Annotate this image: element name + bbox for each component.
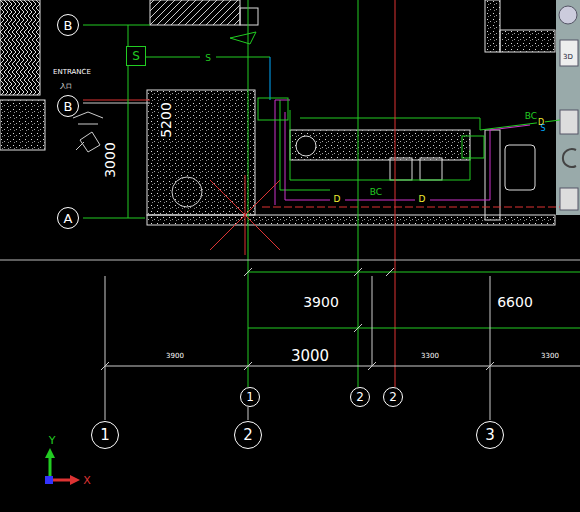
annotation: S bbox=[204, 54, 212, 63]
cross-marker bbox=[210, 175, 280, 255]
dimension-line bbox=[490, 276, 491, 420]
bubble-text: 1 bbox=[246, 391, 254, 403]
planter-block bbox=[147, 90, 255, 215]
wire bbox=[280, 100, 470, 190]
x-arrow bbox=[70, 475, 80, 485]
dimension-line bbox=[372, 276, 373, 366]
dimension-tick bbox=[101, 268, 494, 370]
bubble-text: S bbox=[132, 50, 140, 62]
bubble-text: 1 bbox=[100, 428, 110, 443]
wall-hatch bbox=[0, 0, 40, 95]
grid-bubble: A bbox=[57, 207, 79, 229]
wall-strip bbox=[147, 215, 555, 225]
dimension-text: 3900 bbox=[302, 295, 340, 309]
bubble-text: 2 bbox=[243, 428, 253, 443]
wire bbox=[270, 57, 271, 100]
dimension-text: 3000 bbox=[290, 349, 330, 364]
annotation: Y bbox=[48, 435, 57, 446]
grid-bubble: 2 bbox=[383, 387, 403, 407]
ucs-origin bbox=[45, 476, 53, 484]
wall-texture bbox=[500, 30, 555, 52]
toolbar-button bbox=[560, 110, 578, 134]
lamp-symbol bbox=[230, 32, 256, 44]
annotation: 入口 bbox=[59, 83, 73, 89]
annotation: 3000 bbox=[103, 141, 117, 179]
annotation: D bbox=[418, 195, 427, 204]
wire bbox=[146, 57, 200, 58]
bubble-text: B bbox=[64, 19, 73, 32]
toolbar bbox=[556, 0, 580, 215]
grid-bubble: 1 bbox=[240, 387, 260, 407]
grid-line bbox=[395, 0, 396, 387]
y-arrow bbox=[45, 448, 55, 458]
annotation: X bbox=[82, 475, 92, 486]
annotation: 3D bbox=[562, 54, 574, 61]
dimension-line bbox=[248, 272, 580, 273]
bubble-text: 2 bbox=[356, 391, 364, 403]
boundary-line bbox=[0, 260, 580, 261]
wall-texture bbox=[0, 100, 45, 150]
wire bbox=[300, 118, 560, 130]
annotation: S bbox=[539, 125, 546, 133]
stool bbox=[390, 158, 412, 180]
wall-line bbox=[83, 103, 150, 104]
grid-bubble: B bbox=[57, 14, 79, 36]
grid-line bbox=[248, 0, 249, 387]
wire bbox=[285, 112, 530, 200]
outlet-symbol bbox=[462, 136, 484, 158]
dimension-text: 3300 bbox=[420, 353, 440, 360]
wall-hatch bbox=[150, 0, 240, 25]
bubble-text: B bbox=[64, 100, 73, 113]
grid-bubble: 1 bbox=[91, 421, 119, 449]
counter bbox=[290, 130, 470, 160]
wire bbox=[216, 57, 270, 58]
toolbar-button bbox=[560, 40, 578, 66]
bubble-text: A bbox=[64, 212, 73, 225]
toolbar-icon bbox=[563, 149, 576, 167]
annotation: D bbox=[333, 195, 342, 204]
dimension-text: 3300 bbox=[540, 353, 560, 360]
round-object bbox=[172, 177, 202, 207]
dimension-line bbox=[248, 407, 249, 420]
grid-line bbox=[83, 218, 145, 219]
wall-texture bbox=[485, 0, 500, 52]
toolbar-button bbox=[560, 188, 578, 210]
grid-bubble: 2 bbox=[350, 387, 370, 407]
dimension-line bbox=[248, 328, 580, 329]
red-line bbox=[83, 100, 150, 101]
column bbox=[240, 8, 258, 25]
annotation: ENTRANCE bbox=[52, 69, 92, 76]
dimension-text: 6600 bbox=[496, 295, 534, 309]
fixture bbox=[505, 145, 535, 190]
grid-line bbox=[83, 25, 150, 26]
grid-bubble: 2 bbox=[234, 421, 262, 449]
annotation: 5200 bbox=[159, 101, 173, 139]
bubble-text: 3 bbox=[485, 428, 495, 443]
sink bbox=[296, 136, 316, 156]
wire bbox=[262, 207, 560, 208]
dimension-line bbox=[105, 276, 106, 420]
x-axis bbox=[50, 479, 72, 482]
dimension-text: 3900 bbox=[165, 353, 185, 360]
annotation: BC bbox=[369, 188, 383, 197]
toolbar-icon bbox=[559, 6, 577, 24]
stool bbox=[420, 158, 442, 180]
grid-bubble: 3 bbox=[476, 421, 504, 449]
dimension-line bbox=[105, 366, 580, 367]
bubble-text: 2 bbox=[389, 391, 397, 403]
switch-symbol bbox=[258, 98, 288, 120]
plant-symbol bbox=[76, 132, 100, 152]
grid-bubble: B bbox=[57, 95, 79, 117]
entrance-arrow bbox=[73, 112, 103, 124]
symbol-box: S bbox=[126, 46, 146, 66]
